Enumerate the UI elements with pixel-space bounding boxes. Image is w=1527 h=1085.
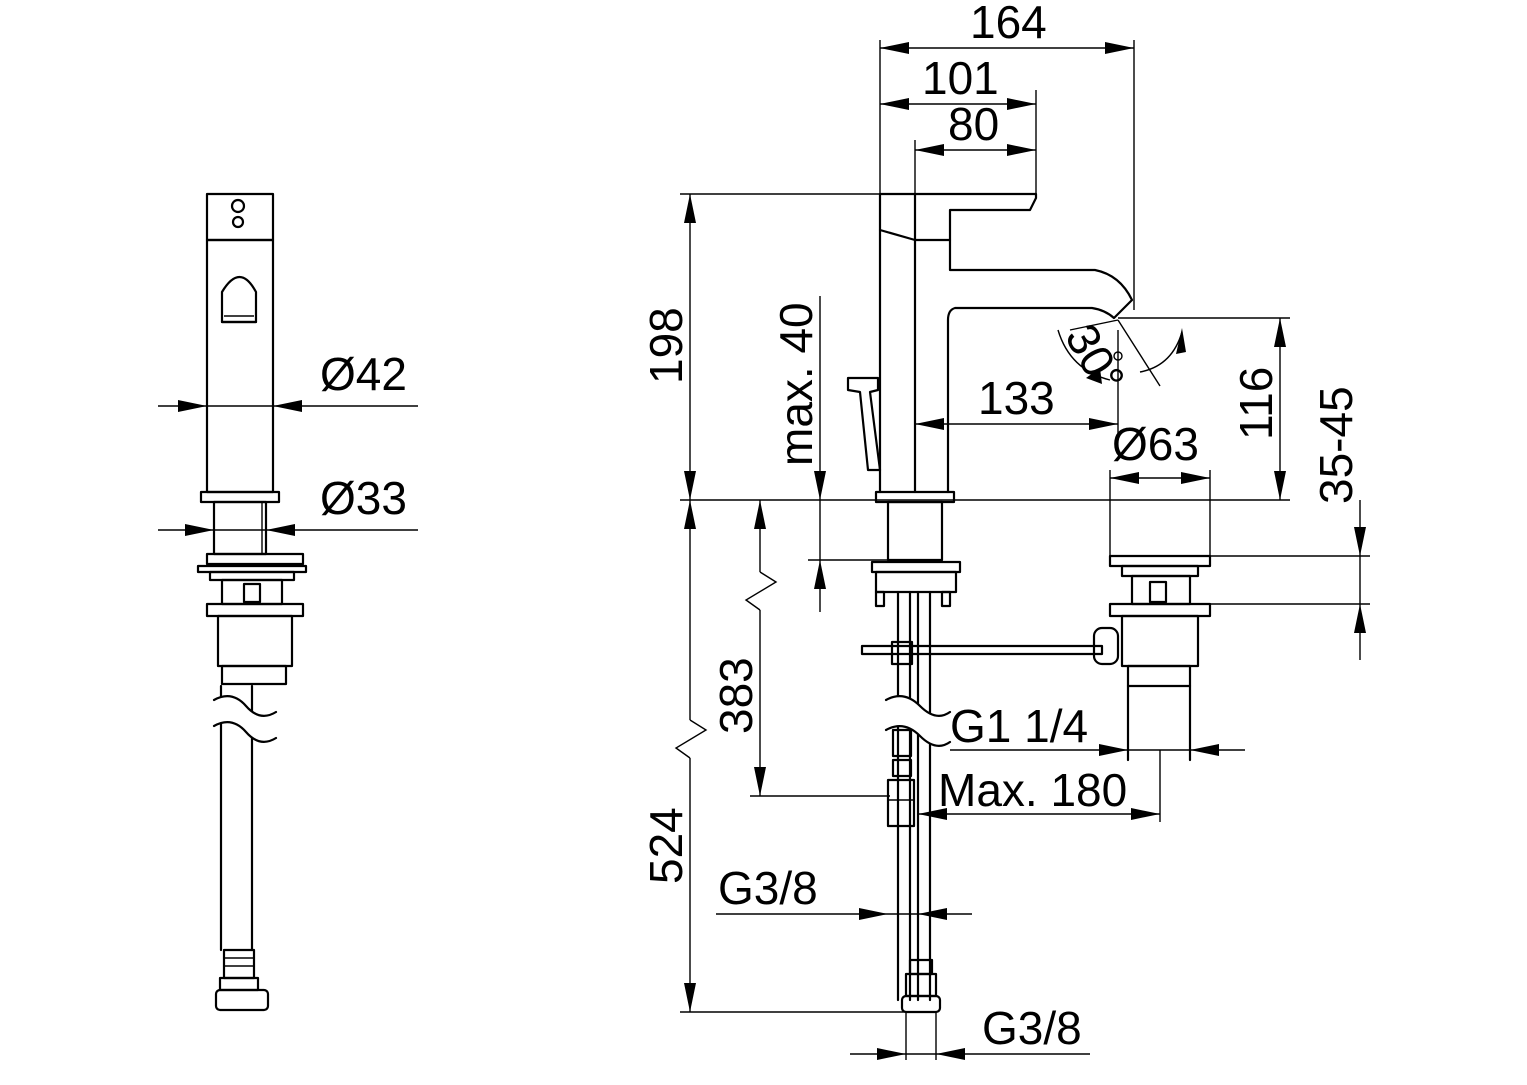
dim-diameter-63: Ø63 (1112, 418, 1199, 470)
faucet-body-front (878, 228, 917, 494)
dim-383: 383 (710, 657, 762, 734)
dim-164: 164 (970, 0, 1047, 48)
aerator-opening (220, 275, 258, 324)
spout (946, 238, 1134, 494)
drain-cap (1108, 554, 1212, 568)
drain-nut (1108, 602, 1212, 618)
dim-diameter-42: Ø42 (320, 348, 407, 400)
dim-diameter-33: Ø33 (320, 472, 407, 524)
dim-g3-8-lower: G3/8 (982, 1002, 1082, 1054)
dim-116: 116 (1230, 367, 1282, 440)
indicator-dot-icon (231, 215, 245, 229)
dim-g3-8-upper: G3/8 (718, 862, 818, 914)
dim-max-180: Max. 180 (938, 764, 1127, 816)
dim-35-45: 35-45 (1310, 386, 1362, 504)
dim-198: 198 (640, 307, 692, 384)
dim-101: 101 (922, 52, 999, 104)
hose-fitting (222, 948, 256, 980)
popup-lever (846, 376, 882, 472)
base-flange (199, 490, 281, 504)
dim-524: 524 (640, 807, 692, 884)
temperature-dot-icon (230, 198, 246, 214)
pull-rod (860, 644, 1104, 656)
front-view: 164 101 80 198 max. 40 133 (640, 0, 1370, 1060)
dim-133: 133 (978, 372, 1055, 424)
shank-side (212, 500, 268, 556)
side-view: Ø42 Ø33 (158, 192, 418, 1012)
dim-g1-1-4: G1 1/4 (950, 700, 1088, 752)
dim-max-40: max. 40 (770, 302, 822, 466)
nut (205, 602, 305, 618)
check-valve (886, 778, 916, 828)
washer (205, 552, 305, 566)
lever-handle (878, 192, 1038, 242)
dim-80: 80 (948, 98, 999, 150)
drain-connector (1092, 626, 1120, 666)
